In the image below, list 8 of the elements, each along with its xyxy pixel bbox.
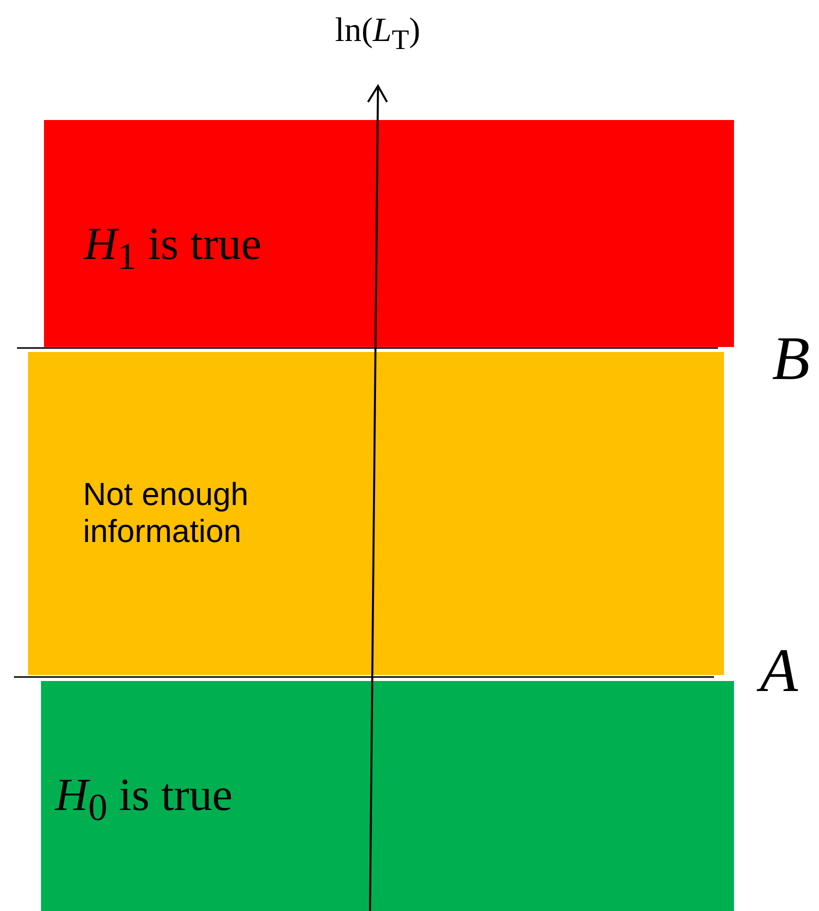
region-band: [28, 352, 724, 675]
region-label: Not enough information: [83, 476, 250, 550]
region-band: [44, 120, 734, 347]
region-band: [41, 681, 734, 911]
threshold-label: B: [772, 325, 810, 394]
axis-label: ln(L$_{T}$): [335, 12, 420, 56]
region-label: H$_{0}$ is true: [55, 769, 234, 830]
region-label: H$_{1}$ is true: [84, 218, 263, 280]
